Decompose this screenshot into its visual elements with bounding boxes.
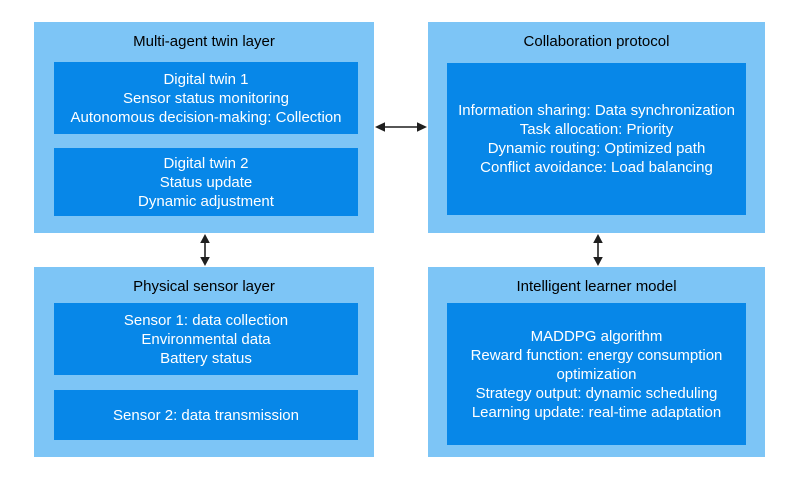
box-line: Dynamic adjustment [138,192,274,210]
panel-title: Multi-agent twin layer [133,33,275,50]
box-line: Environmental data [141,330,271,348]
box-line: Information sharing: Data synchronizatio… [458,102,735,119]
box-line: Dynamic routing: Optimized path [487,140,706,157]
box-maddpg-algorithm: MADDPG algorithm Reward function: energy… [447,303,746,445]
panel-title: Physical sensor layer [133,278,275,295]
panel-multi-agent-twin-layer: Multi-agent twin layer Digital twin 1 Se… [34,22,374,233]
double-arrow-vertical-right-icon [593,234,603,266]
box-line: Strategy output: dynamic scheduling [475,384,718,402]
double-arrow-horizontal-icon [375,122,427,132]
box-line: Sensor 1: data collection [123,311,289,329]
box-line: Battery status [160,349,252,367]
box-line: Reward function: energy consumption opti… [470,346,723,383]
box-line: Learning update: real-time adaptation [471,403,722,421]
box-digital-twin-1: Digital twin 1 Sensor status monitoring … [54,62,358,134]
double-arrow-vertical-left-icon [200,234,210,266]
panel-title: Collaboration protocol [523,33,670,50]
box-collaboration-protocol: Information sharing: Data synchronizatio… [447,63,746,215]
box-line: Sensor 2: data transmission [113,406,299,424]
box-line: Task allocation: Priority [519,121,674,138]
box-line: Autonomous decision-making: Collection [70,108,342,126]
panel-physical-sensor-layer: Physical sensor layer Sensor 1: data col… [34,267,374,457]
box-sensor-1: Sensor 1: data collection Environmental … [54,303,358,375]
box-line: MADDPG algorithm [530,327,663,345]
box-line: Conflict avoidance: Load balancing [480,159,713,176]
box-line: Status update [159,173,253,191]
panel-collaboration-protocol: Collaboration protocol Information shari… [428,22,765,233]
panel-title: Intelligent learner model [516,278,677,295]
box-line: Digital twin 2 [163,154,249,172]
box-line: Digital twin 1 [163,70,249,88]
box-sensor-2: Sensor 2: data transmission [54,390,358,440]
panel-intelligent-learner-model: Intelligent learner model MADDPG algorit… [428,267,765,457]
box-digital-twin-2: Digital twin 2 Status update Dynamic adj… [54,148,358,216]
box-line: Sensor status monitoring [123,89,289,107]
